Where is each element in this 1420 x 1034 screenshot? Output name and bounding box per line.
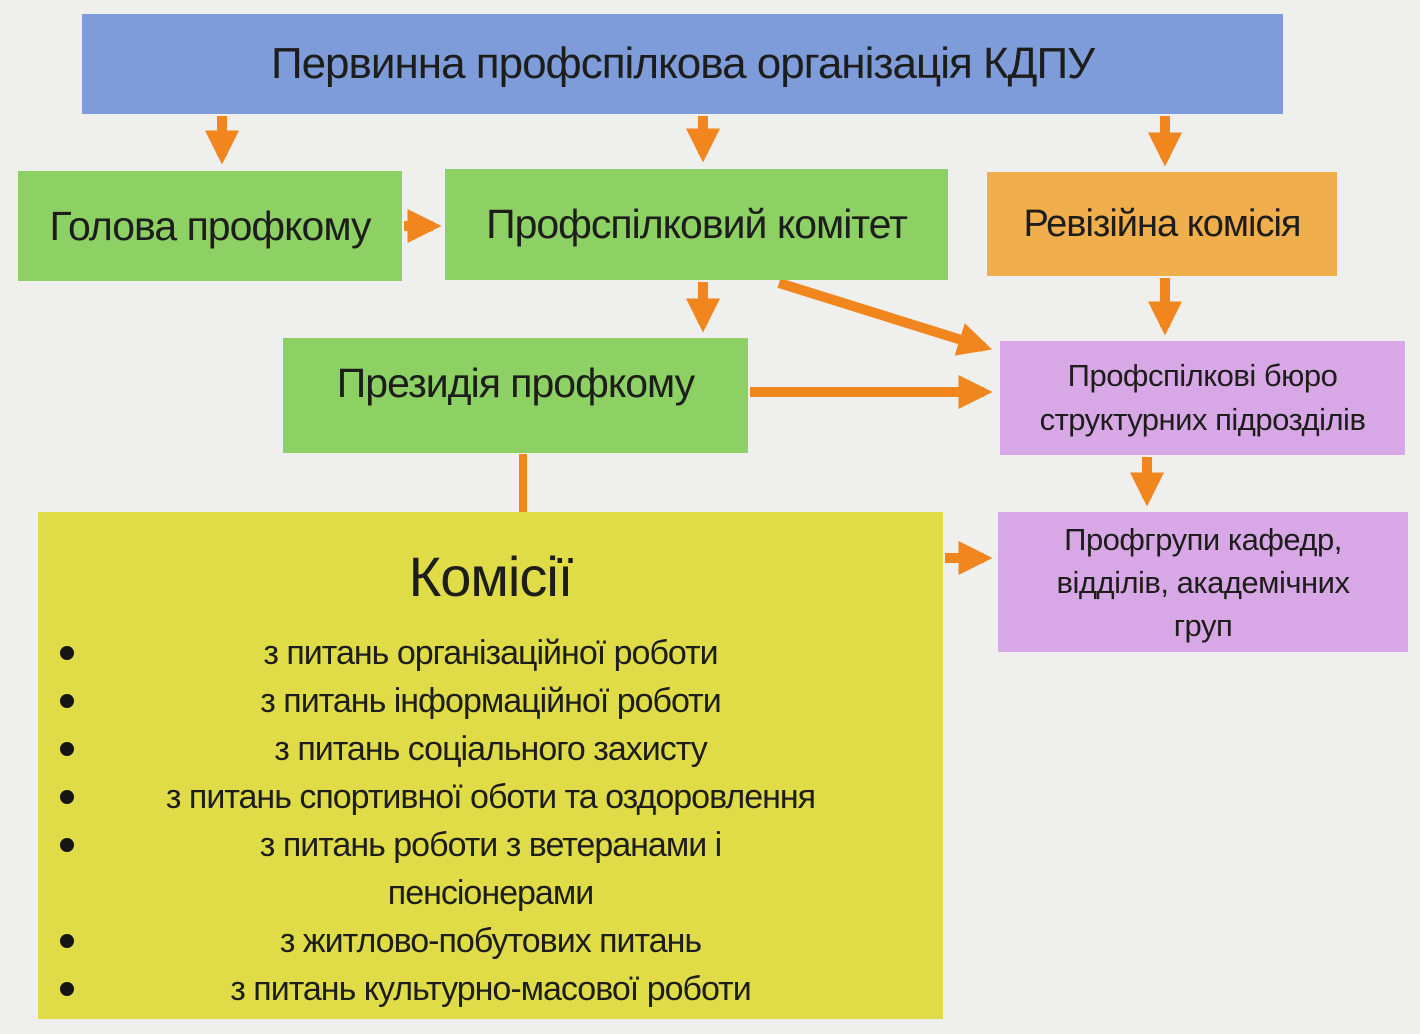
arrow-committee-to-bureaus <box>777 278 993 356</box>
node-primary-organization-label: Первинна профспілкова організація КДПУ <box>270 39 1095 88</box>
commission-item: з питань роботи з ветеранами і пенсіонер… <box>38 821 943 917</box>
node-primary-organization: Первинна профспілкова організація КДПУ <box>82 14 1283 114</box>
node-union-bureaus-label: Профспілкові бюро структурних підрозділі… <box>1039 358 1366 437</box>
node-audit-commission: Ревізійна комісія <box>987 172 1337 276</box>
commission-item-label: з житлово-побутових питань <box>279 922 702 960</box>
commission-item-label: з питань організаційної роботи <box>263 634 718 672</box>
commission-item-label: з питань роботи з ветеранами і пенсіонер… <box>259 826 722 912</box>
node-chairman-label: Голова профкому <box>49 202 372 249</box>
commission-item: з житлово-побутових питань <box>38 917 943 965</box>
node-profgroups-label: Профгрупи кафедр, відділів, академічних … <box>1056 521 1350 643</box>
bullet-icon <box>60 934 74 948</box>
commission-item: з питань культурно-масової роботи <box>38 965 943 1013</box>
commission-item-label: з питань спортивної оботи та оздоровленн… <box>165 778 816 816</box>
node-audit-commission-label: Ревізійна комісія <box>1023 202 1302 245</box>
bullet-icon <box>60 838 74 852</box>
commissions-list: з питань організаційної роботи з питань … <box>38 629 943 1013</box>
node-commissions: Комісії з питань організаційної роботи з… <box>38 512 943 1019</box>
bullet-icon <box>60 646 74 660</box>
commission-item: з питань організаційної роботи <box>38 629 943 677</box>
commission-item-label: з питань інформаційної роботи <box>260 682 721 720</box>
node-union-bureaus: Профспілкові бюро структурних підрозділі… <box>1000 341 1405 455</box>
node-presidium-label: Президія профкому <box>336 360 695 406</box>
bullet-icon <box>60 982 74 996</box>
node-presidium: Президія профкому <box>283 338 748 453</box>
commissions-title: Комісії <box>408 545 574 608</box>
node-union-committee-label: Профспілковий комітет <box>486 201 908 247</box>
bullet-icon <box>60 790 74 804</box>
bullet-icon <box>60 694 74 708</box>
commission-item: з питань інформаційної роботи <box>38 677 943 725</box>
commission-item-label: з питань культурно-масової роботи <box>230 970 751 1008</box>
node-chairman: Голова профкому <box>18 171 402 281</box>
commission-item: з питань соціального захисту <box>38 725 943 773</box>
commission-item-label: з питань соціального захисту <box>274 730 707 768</box>
commission-item: з питань спортивної оботи та оздоровленн… <box>38 773 943 821</box>
node-union-committee: Профспілковий комітет <box>445 169 948 280</box>
node-profgroups: Профгрупи кафедр, відділів, академічних … <box>998 512 1408 652</box>
bullet-icon <box>60 742 74 756</box>
